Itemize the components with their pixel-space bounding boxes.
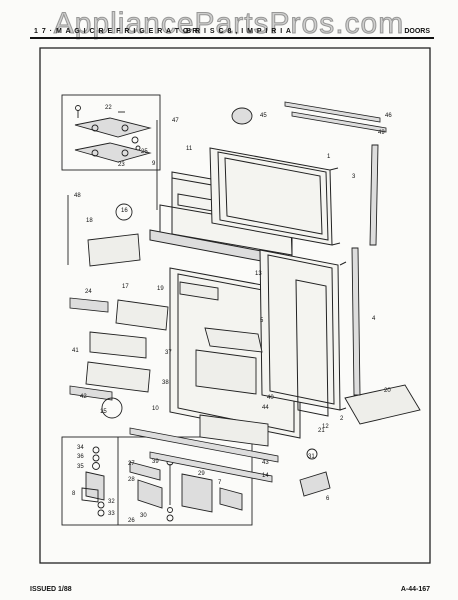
callout-13: 13 [255, 271, 262, 277]
callout-20: 20 [384, 388, 391, 394]
callout-33: 33 [108, 511, 115, 517]
header-section-title: DOORS [404, 28, 430, 35]
freezer-door-assembly [149, 147, 341, 269]
inset-bottom-hinge-parts [61, 436, 253, 526]
document-number: A-44-167 [400, 586, 430, 593]
callout-4: 4 [372, 316, 376, 322]
issued-date: ISSUED 1/88 [30, 586, 72, 593]
callout-8: 8 [72, 491, 76, 497]
callout-22: 22 [105, 105, 112, 111]
callout-45: 45 [260, 113, 267, 119]
callout-5: 5 [260, 318, 264, 324]
callout-26: 26 [128, 518, 135, 524]
callout-14: 14 [262, 473, 269, 479]
callout-38: 38 [162, 380, 169, 386]
side-trim-parts [67, 107, 379, 497]
callout-32: 32 [108, 499, 115, 505]
callout-35: 35 [77, 464, 84, 470]
callout-10: 10 [152, 406, 159, 412]
callout-43: 43 [262, 460, 269, 466]
callout-labels: 1 2 3 4 5 6 7 8 9 10 11 12 13 14 15 16 1… [72, 105, 392, 524]
callout-11: 11 [186, 146, 193, 152]
header-rule [30, 37, 434, 39]
callout-23: 23 [118, 162, 125, 168]
header-model-subtitle: B R I S C 8 , I M P I R I A [186, 28, 292, 35]
callout-25: 25 [141, 149, 148, 155]
callout-6: 6 [326, 496, 330, 502]
callout-9: 9 [152, 161, 156, 167]
callout-19: 19 [157, 286, 164, 292]
callout-27: 27 [128, 461, 135, 467]
callout-15: 15 [100, 409, 107, 415]
callout-16: 16 [121, 208, 128, 214]
callout-47: 47 [172, 118, 179, 124]
callout-40: 40 [267, 395, 274, 401]
callout-3: 3 [352, 174, 356, 180]
callout-36: 36 [77, 454, 84, 460]
callout-49: 49 [378, 130, 385, 136]
callout-31: 31 [308, 454, 315, 460]
callout-17: 17 [122, 284, 129, 290]
door-shelves [85, 233, 421, 447]
diagram-border [39, 47, 431, 564]
callout-44: 44 [262, 405, 269, 411]
callout-48: 48 [74, 193, 81, 199]
callout-7: 7 [218, 480, 222, 486]
fresh-food-door-assembly [169, 249, 347, 439]
door-strips [69, 101, 387, 483]
callout-21: 21 [318, 428, 325, 434]
callout-1: 1 [327, 154, 331, 160]
callout-29: 29 [198, 471, 205, 477]
callout-42: 42 [80, 394, 87, 400]
callout-30: 30 [140, 513, 147, 519]
callout-46: 46 [385, 113, 392, 119]
callout-34: 34 [77, 445, 84, 451]
callout-41: 41 [72, 348, 79, 354]
callout-24: 24 [85, 289, 92, 295]
callout-37: 37 [165, 350, 172, 356]
callout-39: 39 [152, 459, 159, 465]
callout-18: 18 [86, 218, 93, 224]
watermark: AppliancePartsPros.com [53, 7, 405, 41]
callout-2: 2 [340, 416, 344, 422]
inset-hinge-parts [61, 94, 161, 171]
callout-12: 12 [322, 424, 329, 430]
callout-28: 28 [128, 477, 135, 483]
header-model-title: 1 7 · M A G I C R E F R I G E R A T O R [34, 28, 199, 35]
